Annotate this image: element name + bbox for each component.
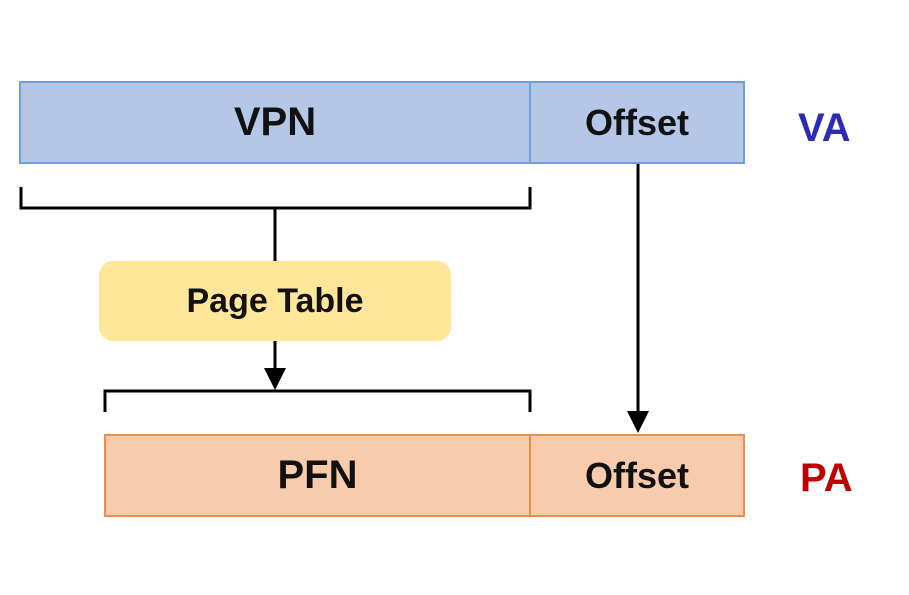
vpn-label: VPN [233,100,317,144]
va-side-label: VA [798,106,851,150]
vpn-bracket [19,187,532,210]
page-table-box: Page Table [99,261,451,341]
page-table-arrow-head [264,368,286,390]
pfn-bracket [103,389,532,412]
vpn-field: VPN [19,81,531,164]
pfn-field: PFN [104,434,531,517]
pa-offset-label: Offset [584,454,689,496]
pa-side-label: PA [800,456,853,500]
pa-offset-field: Offset [529,434,745,517]
pfn-label: PFN [277,453,358,497]
offset-arrow-head [627,411,649,433]
va-offset-label: Offset [584,101,689,143]
va-offset-field: Offset [529,81,745,164]
page-table-label: Page Table [186,281,364,320]
